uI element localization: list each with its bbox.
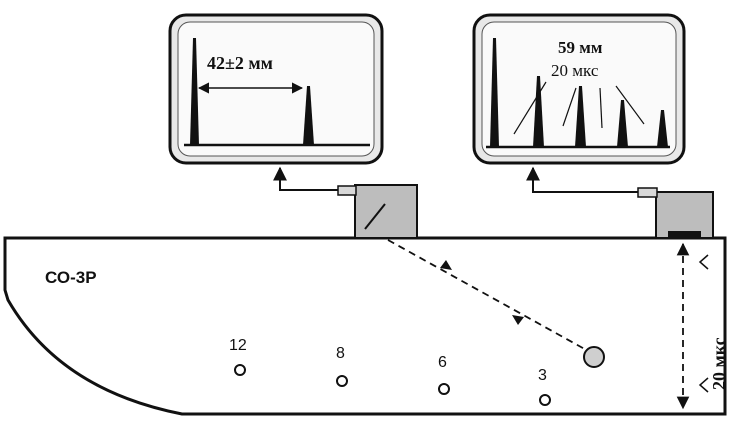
- right-pulse-3: [617, 100, 628, 147]
- hole-6-label: 6: [438, 354, 447, 371]
- hole-3-label: 3: [538, 367, 547, 384]
- left-pulse-echo: [303, 86, 314, 145]
- side-dimension: 20 мкс: [676, 242, 729, 410]
- left-screen: 42±2 мм: [168, 13, 384, 165]
- left-pulse-initial: [190, 38, 199, 145]
- small-holes: 12 8 6 3: [229, 337, 551, 406]
- right-pulse-2: [575, 86, 586, 147]
- hole-3: [539, 394, 551, 406]
- side-dimension-label: 20 мкс: [709, 337, 729, 390]
- hole-12: [234, 364, 246, 376]
- left-screen-annotation: 42±2 мм: [207, 53, 273, 73]
- hole-8-label: 8: [336, 345, 345, 362]
- beam-path: [387, 239, 591, 353]
- right-pulse-initial: [490, 38, 499, 147]
- hole-6: [438, 383, 450, 395]
- right-pulse-4: [657, 110, 668, 147]
- right-pulse-1: [533, 76, 544, 147]
- hole-12-label: 12: [229, 337, 247, 354]
- calibration-block: [3, 236, 727, 416]
- right-screen-annotation-time: 20 мкс: [551, 61, 599, 80]
- angle-probe: [273, 166, 418, 239]
- large-reflector-hole: [583, 346, 605, 368]
- straight-probe: [526, 166, 714, 239]
- right-screen: 59 мм 20 мкс: [472, 13, 686, 165]
- block-label: СО-3Р: [45, 268, 97, 287]
- right-screen-annotation-distance: 59 мм: [558, 38, 603, 57]
- hole-8: [336, 375, 348, 387]
